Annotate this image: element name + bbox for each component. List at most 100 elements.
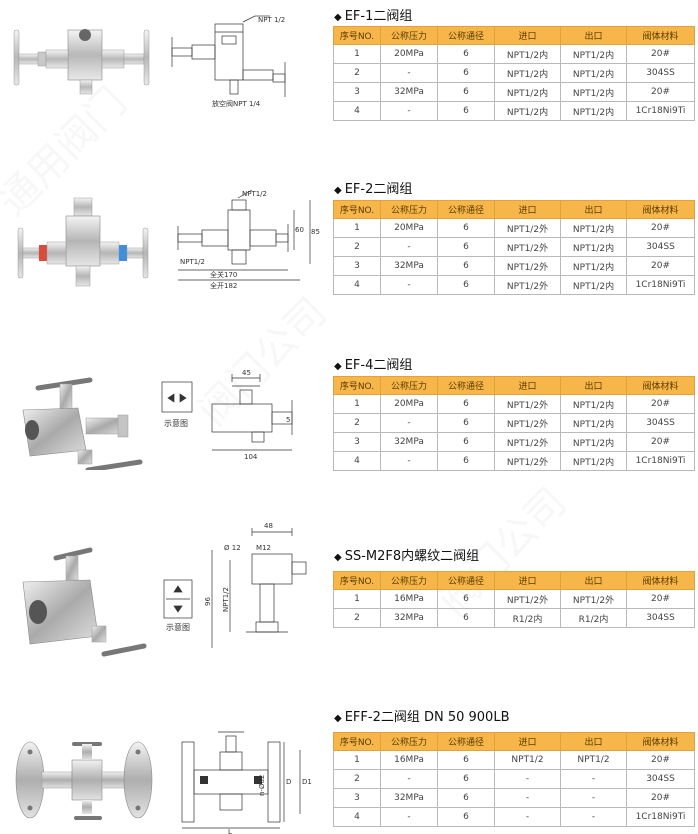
table-cell: 3 [333, 82, 381, 102]
table-cell: NPT1/2外 [494, 413, 561, 433]
table-cell: 4 [333, 451, 381, 471]
drawing-label: NPT1/2 [180, 258, 205, 266]
table-cell: 2 [333, 63, 381, 83]
table-cell: 20# [626, 44, 695, 64]
technical-drawing-ef4: 示意图 45 5 104 [161, 369, 293, 461]
column-header: 出口 [560, 376, 627, 395]
column-header: 公称通径 [437, 376, 495, 395]
table-cell: NPT1/2外 [494, 218, 561, 238]
drawing-label: 示意图 [164, 418, 188, 428]
table-cell: NPT1/2外 [494, 589, 561, 609]
section-ef4: 示意图 45 5 104 ◆EF-4二阀组 序号NO.公称压力公称通径进口出口阀… [0, 350, 698, 480]
table-cell: 1 [333, 750, 381, 770]
table-cell: 1 [333, 44, 381, 64]
table-cell: 20# [626, 256, 695, 276]
column-header: 公称压力 [380, 200, 438, 219]
drawing-label: D [286, 778, 291, 786]
table-cell: 1Cr18Ni9Ti [626, 807, 695, 827]
product-photo-eff2 [15, 741, 153, 820]
table-cell: - [380, 275, 438, 295]
table-cell: - [380, 413, 438, 433]
drawing-label: 示意图 [166, 622, 190, 632]
section-title: ◆EF-2二阀组 [334, 182, 413, 197]
table-cell: 304SS [626, 769, 695, 789]
table-cell: NPT1/2外 [560, 589, 627, 609]
table-cell: 6 [437, 237, 495, 257]
table-cell: 6 [437, 63, 495, 83]
column-header: 序号NO. [333, 571, 381, 590]
table-row: 4-6--1Cr18Ni9Ti [333, 807, 695, 827]
column-header: 出口 [560, 200, 627, 219]
product-photo-ef1 [13, 29, 150, 95]
column-header: 公称压力 [380, 26, 438, 45]
column-header: 阀体材料 [626, 376, 695, 395]
technical-drawing-ef2: NPT1/2 NPT1/2 60 85 全关170 全开182 [177, 189, 320, 290]
table-cell: 2 [333, 769, 381, 789]
table-cell: 6 [437, 432, 495, 452]
table-cell: NPT1/2外 [494, 237, 561, 257]
table-cell: 1Cr18Ni9Ti [626, 275, 695, 295]
table-row: 2-6--304SS [333, 769, 695, 789]
table-cell: 6 [437, 807, 495, 827]
table-cell: 3 [333, 432, 381, 452]
table-cell: NPT1/2外 [494, 256, 561, 276]
column-header: 阀体材料 [626, 200, 695, 219]
table-cell: 1Cr18Ni9Ti [626, 451, 695, 471]
drawing-label: M12 [256, 544, 271, 552]
column-header: 公称通径 [437, 571, 495, 590]
table-cell: - [494, 769, 561, 789]
diamond-bullet-icon: ◆ [334, 12, 342, 23]
table-cell: - [380, 451, 438, 471]
table-cell: NPT1/2内 [560, 451, 627, 471]
column-header: 出口 [560, 732, 627, 751]
table-cell: NPT1/2内 [560, 237, 627, 257]
table-cell: NPT1/2内 [560, 432, 627, 452]
table-cell: NPT1/2内 [494, 44, 561, 64]
table-cell: 6 [437, 44, 495, 64]
table-cell: 6 [437, 218, 495, 238]
table-cell: 3 [333, 788, 381, 808]
table-cell: R1/2内 [560, 608, 627, 628]
table-cell: 20# [626, 788, 695, 808]
table-cell: NPT1/2内 [560, 63, 627, 83]
drawing-label: Ø 12 [224, 544, 241, 552]
table-cell: NPT1/2外 [494, 275, 561, 295]
table-cell: - [380, 101, 438, 121]
table-cell: 6 [437, 394, 495, 414]
table-cell: 6 [437, 256, 495, 276]
drawing-label: NPT1/2 [222, 587, 230, 612]
table-cell: 20# [626, 218, 695, 238]
column-header: 进口 [494, 376, 561, 395]
table-cell: NPT1/2内 [560, 413, 627, 433]
drawing-label: 全开182 [210, 281, 237, 290]
table-cell: 6 [437, 750, 495, 770]
drawing-label: 45 [242, 369, 251, 377]
drawing-label: 104 [244, 453, 258, 461]
column-header: 出口 [560, 26, 627, 45]
section-title: ◆EF-4二阀组 [334, 358, 413, 373]
drawing-label: 全关170 [210, 270, 237, 279]
column-header: 序号NO. [333, 376, 381, 395]
table-cell: 2 [333, 413, 381, 433]
table-cell: NPT1/2外 [494, 394, 561, 414]
section-eff2: D D1 n-Ød2 L ◆EFF-2二阀组 DN 50 900LB 序号NO.… [0, 700, 698, 834]
column-header: 进口 [494, 200, 561, 219]
table-cell: NPT1/2内 [560, 101, 627, 121]
table-cell: - [380, 807, 438, 827]
section-ef1: NPT 1/2 放空阀NPT 1/4 ◆EF-1二阀组 序号NO.公称压力公称通… [0, 0, 698, 130]
drawing-label: n-Ød2 [258, 775, 266, 796]
table-header-row: 序号NO.公称压力公称通径进口出口阀体材料 [333, 200, 695, 219]
table-cell: 6 [437, 788, 495, 808]
table-cell: 6 [437, 101, 495, 121]
